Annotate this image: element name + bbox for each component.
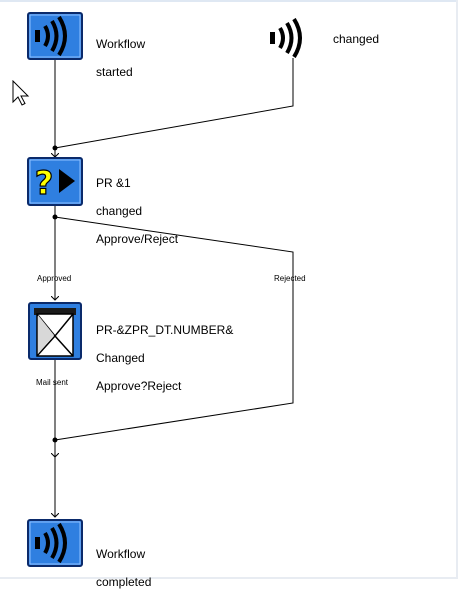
mouse-pointer-icon bbox=[12, 79, 32, 106]
edge-rejected bbox=[54, 216, 294, 441]
mail-label: PR-&ZPR_DT.NUMBER& Changed Approve?Rejec… bbox=[96, 309, 233, 407]
end-label-line1: Workflow bbox=[96, 547, 146, 561]
start-label-line2: started bbox=[96, 65, 133, 79]
edge-changed-to-merge bbox=[54, 58, 294, 149]
mail-sent-label: Mail sent bbox=[36, 378, 69, 387]
start-label-line1: Workflow bbox=[96, 37, 146, 51]
top-border bbox=[0, 0, 458, 2]
decision-label: PR &1 changed Approve/Reject bbox=[96, 162, 178, 260]
event-icon[interactable] bbox=[27, 519, 83, 567]
decision-label-line2: changed bbox=[96, 204, 143, 218]
event-icon[interactable] bbox=[27, 12, 83, 60]
bottom-border bbox=[0, 577, 458, 579]
mail-icon[interactable] bbox=[28, 302, 82, 360]
end-label-line2: completed bbox=[96, 575, 152, 589]
right-border bbox=[456, 0, 458, 579]
decision-label-line1: PR &1 bbox=[96, 176, 131, 190]
flow-connectors bbox=[0, 58, 294, 579]
svg-text:?: ? bbox=[35, 164, 54, 202]
event-icon[interactable] bbox=[268, 17, 308, 59]
start-label: Workflow started bbox=[96, 23, 145, 93]
end-label: Workflow completed bbox=[96, 533, 151, 603]
mail-label-line1: PR-&ZPR_DT.NUMBER& bbox=[96, 323, 234, 337]
mail-label-line3: Approve?Reject bbox=[96, 379, 182, 393]
approved-label: Approved bbox=[37, 274, 72, 283]
mail-label-line2: Changed bbox=[96, 351, 145, 365]
decision-icon[interactable]: ? bbox=[27, 157, 83, 206]
rejected-label: Rejected bbox=[274, 274, 306, 283]
decision-label-line3: Approve/Reject bbox=[96, 232, 179, 246]
changed-event-label: changed bbox=[333, 32, 380, 46]
